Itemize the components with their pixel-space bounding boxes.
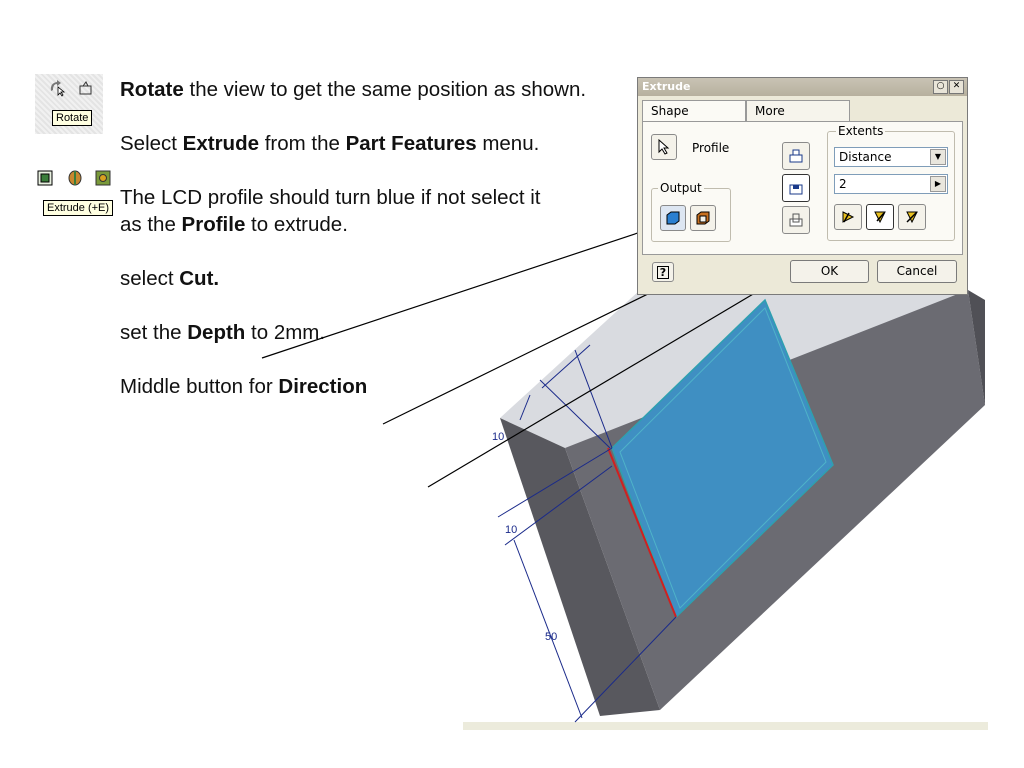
direction-1-button[interactable] — [834, 204, 862, 230]
extents-type-select[interactable]: Distance ▼ — [834, 147, 948, 167]
chevron-right-icon[interactable]: ▶ — [930, 176, 946, 192]
profile-label: Profile — [692, 141, 730, 155]
profile-select-button[interactable] — [651, 134, 677, 160]
extents-group: Extents Distance ▼ 2 ▶ — [827, 124, 955, 241]
close-icon[interactable]: ✕ — [949, 80, 964, 94]
symmetric-button[interactable] — [898, 204, 926, 230]
extents-label: Extents — [836, 124, 886, 138]
tab-shape[interactable]: Shape — [642, 100, 746, 121]
instruction-depth: set the Depth to 2mm. — [120, 321, 326, 344]
tab-more[interactable]: More — [746, 100, 850, 121]
instruction-profile: The LCD profile should turn blue if not … — [120, 186, 541, 236]
instruction-select-extrude: Select Extrude from the Part Features me… — [120, 132, 540, 155]
depth-input[interactable]: 2 ▶ — [834, 174, 948, 194]
direction-1-icon — [842, 211, 855, 223]
extrude-tooltip: Extrude (+E) — [43, 200, 114, 216]
extrude-icon[interactable] — [34, 168, 56, 188]
join-icon — [789, 149, 803, 163]
shape-panel: Profile Output Extents Distance ▼ — [642, 121, 963, 255]
block-right-face — [968, 290, 985, 405]
instruction-cut: select Cut. — [120, 267, 220, 290]
pin-icon[interactable]: ○ — [933, 80, 948, 94]
chevron-down-icon[interactable]: ▼ — [930, 149, 946, 165]
depth-value: 2 — [839, 177, 847, 191]
direction-2-icon — [874, 211, 886, 224]
symmetric-icon — [906, 211, 918, 224]
rotate-tooltip: Rotate — [52, 110, 93, 126]
cut-icon — [789, 184, 803, 195]
help-icon: ? — [656, 265, 670, 279]
rotate-icon[interactable] — [46, 78, 68, 98]
dimension-label-1: 10 — [492, 431, 504, 443]
output-solid-button[interactable] — [660, 205, 686, 231]
output-group: Output — [651, 181, 731, 242]
part-features-toolbar-snippet: Extrude (+E) — [30, 164, 130, 226]
output-surface-button[interactable] — [690, 205, 716, 231]
extents-type-value: Distance — [839, 150, 892, 164]
dimension-lines — [497, 344, 677, 723]
lcd-profile-inner-edge — [619, 307, 827, 609]
arrow-cursor-icon — [658, 139, 670, 155]
dialog-titlebar[interactable]: Extrude ○ ✕ — [638, 78, 967, 96]
help-button[interactable]: ? — [652, 262, 674, 282]
revolve-icon[interactable] — [64, 168, 86, 188]
instructions-panel: Rotate the view to get the same position… — [120, 76, 590, 400]
ok-button[interactable]: OK — [790, 260, 869, 283]
solid-icon — [666, 211, 680, 225]
join-button[interactable] — [782, 142, 810, 170]
instruction-direction: Middle button for Direction — [120, 375, 368, 398]
cut-button[interactable] — [782, 174, 810, 202]
cancel-button[interactable]: Cancel — [877, 260, 957, 283]
lcd-profile[interactable] — [611, 298, 834, 619]
intersect-icon — [789, 213, 803, 227]
output-label: Output — [658, 181, 704, 195]
look-at-icon[interactable] — [75, 78, 97, 98]
extrude-dialog: Extrude ○ ✕ Shape More Profile Output — [637, 77, 968, 295]
rotate-toolbar-snippet: Rotate — [35, 74, 103, 134]
hole-icon[interactable] — [92, 168, 114, 188]
selected-edge — [607, 447, 677, 618]
intersect-button[interactable] — [782, 206, 810, 234]
viewport-bottom-strip — [463, 722, 988, 730]
dimension-label-3: 50 — [545, 631, 557, 643]
surface-icon — [696, 211, 710, 225]
dialog-title: Extrude — [642, 80, 691, 93]
direction-2-button[interactable] — [866, 204, 894, 230]
block-left-face — [500, 418, 660, 716]
instruction-rotate: Rotate the view to get the same position… — [120, 78, 587, 101]
dimension-label-2: 10 — [505, 524, 517, 536]
